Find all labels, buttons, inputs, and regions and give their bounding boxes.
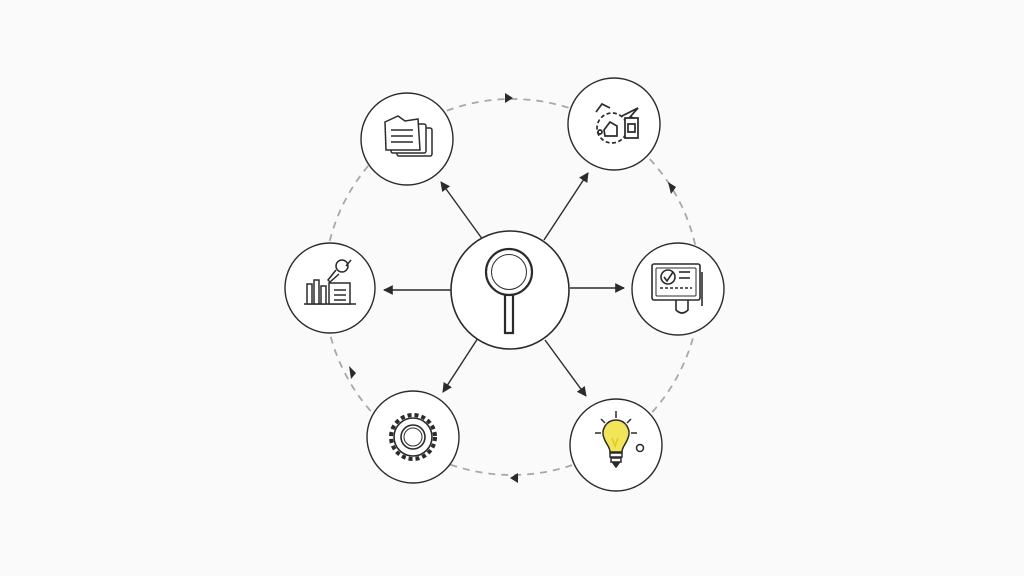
brain-gears-icon — [595, 102, 639, 144]
spokes — [383, 172, 625, 397]
node-settings — [366, 390, 460, 484]
checklist-board-icon — [651, 263, 703, 314]
spoke-to-brain-gears — [543, 172, 589, 241]
node-idea — [569, 398, 663, 492]
spoke-to-idea — [544, 339, 587, 397]
lightbulb-icon — [595, 411, 645, 469]
node-documents — [360, 92, 454, 186]
center-hub — [450, 230, 570, 350]
magnifying-glass-icon — [484, 247, 534, 335]
ring-arrow-left — [349, 366, 356, 379]
node-analytics — [284, 242, 376, 334]
node-checklist-board — [631, 242, 725, 336]
node-brain-gears — [567, 77, 661, 171]
bar-chart-icon — [304, 259, 356, 305]
gear-icon — [389, 413, 437, 461]
ring-arrow-bottom — [510, 473, 518, 483]
ring-arrow-top — [505, 93, 513, 103]
spoke-to-settings — [442, 337, 479, 393]
cycle-direction-markers — [349, 93, 676, 483]
spoke-to-documents — [440, 181, 484, 241]
ring-arrow-right — [668, 182, 676, 194]
documents-icon — [384, 115, 433, 157]
